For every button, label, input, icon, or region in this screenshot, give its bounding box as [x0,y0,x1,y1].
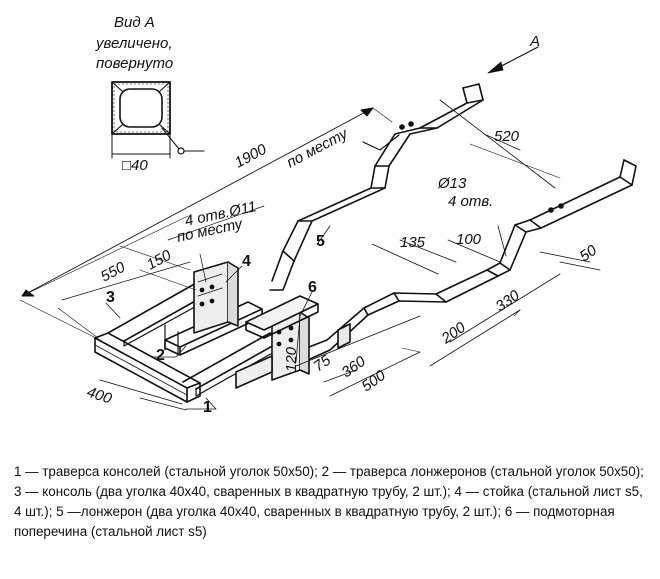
side-member-top [269,83,484,291]
callout-6: 6 [308,279,317,296]
dim-po-mestu-top: по месту [284,125,352,172]
legend-caption: 1 — траверса консолей (стальной уголок 5… [14,464,644,539]
view-note-1: увеличено, [95,35,173,52]
dim-120: 120 [283,346,300,372]
uprights [193,261,310,381]
view-a-section [111,81,205,159]
view-arrow-label: А [529,33,540,50]
dim-150: 150 [144,246,175,273]
dim-hole-13: Ø13 [437,175,467,192]
callout-3: 3 [106,289,115,306]
dim-50: 50 [577,241,601,265]
callout-4: 4 [242,253,251,270]
dim-135: 135 [400,234,426,251]
side-member-bottom [279,159,637,369]
section-size: □40 [122,157,148,174]
engine-crossmember [235,295,351,389]
dim-holes-4: 4 отв. [448,193,493,210]
view-title: Вид А [114,14,155,31]
callout-1: 1 [203,399,212,416]
callout-leaders [105,225,331,410]
dim-500: 500 [359,367,390,396]
dimension-lines [19,99,601,411]
dim-1900: 1900 [232,141,270,172]
view-arrow [487,46,539,74]
dim-520: 520 [494,128,520,145]
callout-5: 5 [316,233,325,250]
dim-200: 200 [438,319,470,348]
view-note-2: повернуто [96,55,173,72]
dim-400: 400 [85,384,115,408]
callout-2: 2 [156,347,165,364]
frame-drawing: Вид А увеличено, повернуто □40 А 1900 по… [19,14,637,416]
console-traverse [94,332,201,403]
dim-75: 75 [311,351,335,375]
dim-100: 100 [456,231,482,248]
